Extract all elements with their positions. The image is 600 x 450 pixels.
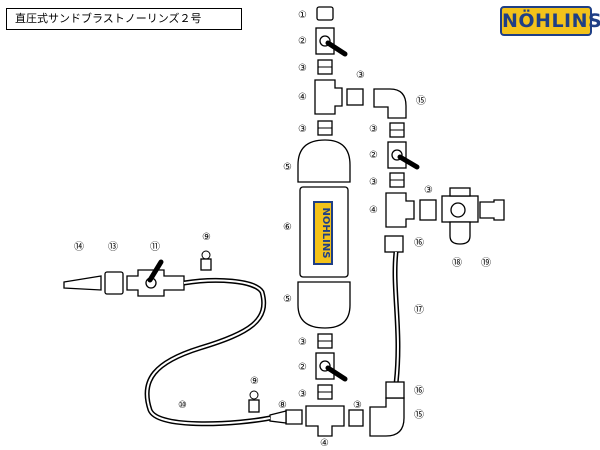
- part-5-tank-dome-bottom: [297, 281, 351, 329]
- diagram-title: 直圧式サンドブラストノーリンズ２号: [6, 8, 242, 30]
- part-11-valve-handle: [126, 259, 185, 297]
- tank-logo-label: NÖHLINS: [320, 208, 334, 259]
- label-part-3: ③: [298, 124, 307, 135]
- label-part-8: ⑧: [278, 400, 287, 411]
- part-4-tee-right: [385, 192, 415, 228]
- label-part-6: ⑥: [283, 222, 292, 233]
- label-part-11: ⑪: [150, 241, 160, 253]
- label-part-3: ③: [298, 389, 307, 400]
- label-part-19: ⑲: [481, 257, 491, 269]
- part-14-nozzle: [63, 275, 102, 291]
- label-part-14: ⑭: [74, 241, 84, 253]
- label-part-3: ③: [369, 124, 378, 135]
- part-3-nipple: [348, 409, 364, 427]
- part-2-valve-right: [387, 141, 420, 170]
- label-part-5: ⑤: [283, 294, 292, 305]
- part-3-nipple: [346, 88, 364, 106]
- label-part-2: ②: [298, 362, 307, 373]
- label-part-1: ①: [298, 10, 307, 21]
- label-part-4: ④: [369, 205, 378, 216]
- label-part-3: ③: [298, 337, 307, 348]
- part-18-regulator: [441, 187, 479, 245]
- part-2-valve-top: [315, 27, 348, 57]
- label-part-18: ⑱: [452, 257, 462, 269]
- part-15-elbow-top: [373, 88, 407, 119]
- label-part-4: ④: [320, 438, 329, 449]
- part-9-small-fitting: [200, 250, 212, 271]
- label-part-3: ③: [424, 185, 433, 196]
- part-19-quick-coupler: [479, 199, 505, 221]
- nohlins-logo: NÖHLINS: [500, 6, 600, 36]
- label-part-15: ⑮: [414, 409, 424, 421]
- label-part-16: ⑯: [414, 237, 424, 249]
- part-1-cap: [316, 6, 334, 21]
- label-part-5: ⑤: [283, 162, 292, 173]
- label-part-16: ⑯: [414, 385, 424, 397]
- part-16-hose-fitting-top: [384, 235, 404, 253]
- part-3-nipple: [419, 199, 437, 221]
- label-part-15: ⑮: [416, 95, 426, 107]
- tank-logo: NÖHLINS: [313, 201, 334, 265]
- label-part-3: ③: [369, 177, 378, 188]
- part-5-tank-dome-top: [297, 139, 351, 183]
- part-8-hose-fitting: [285, 409, 303, 425]
- label-part-3: ③: [353, 400, 362, 411]
- part-2-valve-bottom: [315, 352, 348, 382]
- label-part-4: ④: [298, 92, 307, 103]
- part-15-elbow-bottom: [369, 397, 405, 437]
- label-part-3: ③: [356, 70, 365, 81]
- label-part-9: ⑨: [202, 232, 211, 243]
- label-part-13: ⑬: [108, 241, 118, 253]
- label-part-3: ③: [298, 63, 307, 74]
- label-part-10: ⑩: [178, 400, 187, 411]
- part-9-small-fitting: [248, 390, 260, 413]
- label-part-17: ⑰: [414, 304, 424, 316]
- part-13-nozzle-holder: [104, 271, 124, 295]
- label-part-2: ②: [369, 150, 378, 161]
- part-4-tee-bottom: [305, 405, 345, 437]
- label-part-2: ②: [298, 36, 307, 47]
- part-16-hose-fitting-bottom: [385, 381, 405, 399]
- label-part-9: ⑨: [250, 376, 259, 387]
- part-4-tee-top: [314, 79, 343, 115]
